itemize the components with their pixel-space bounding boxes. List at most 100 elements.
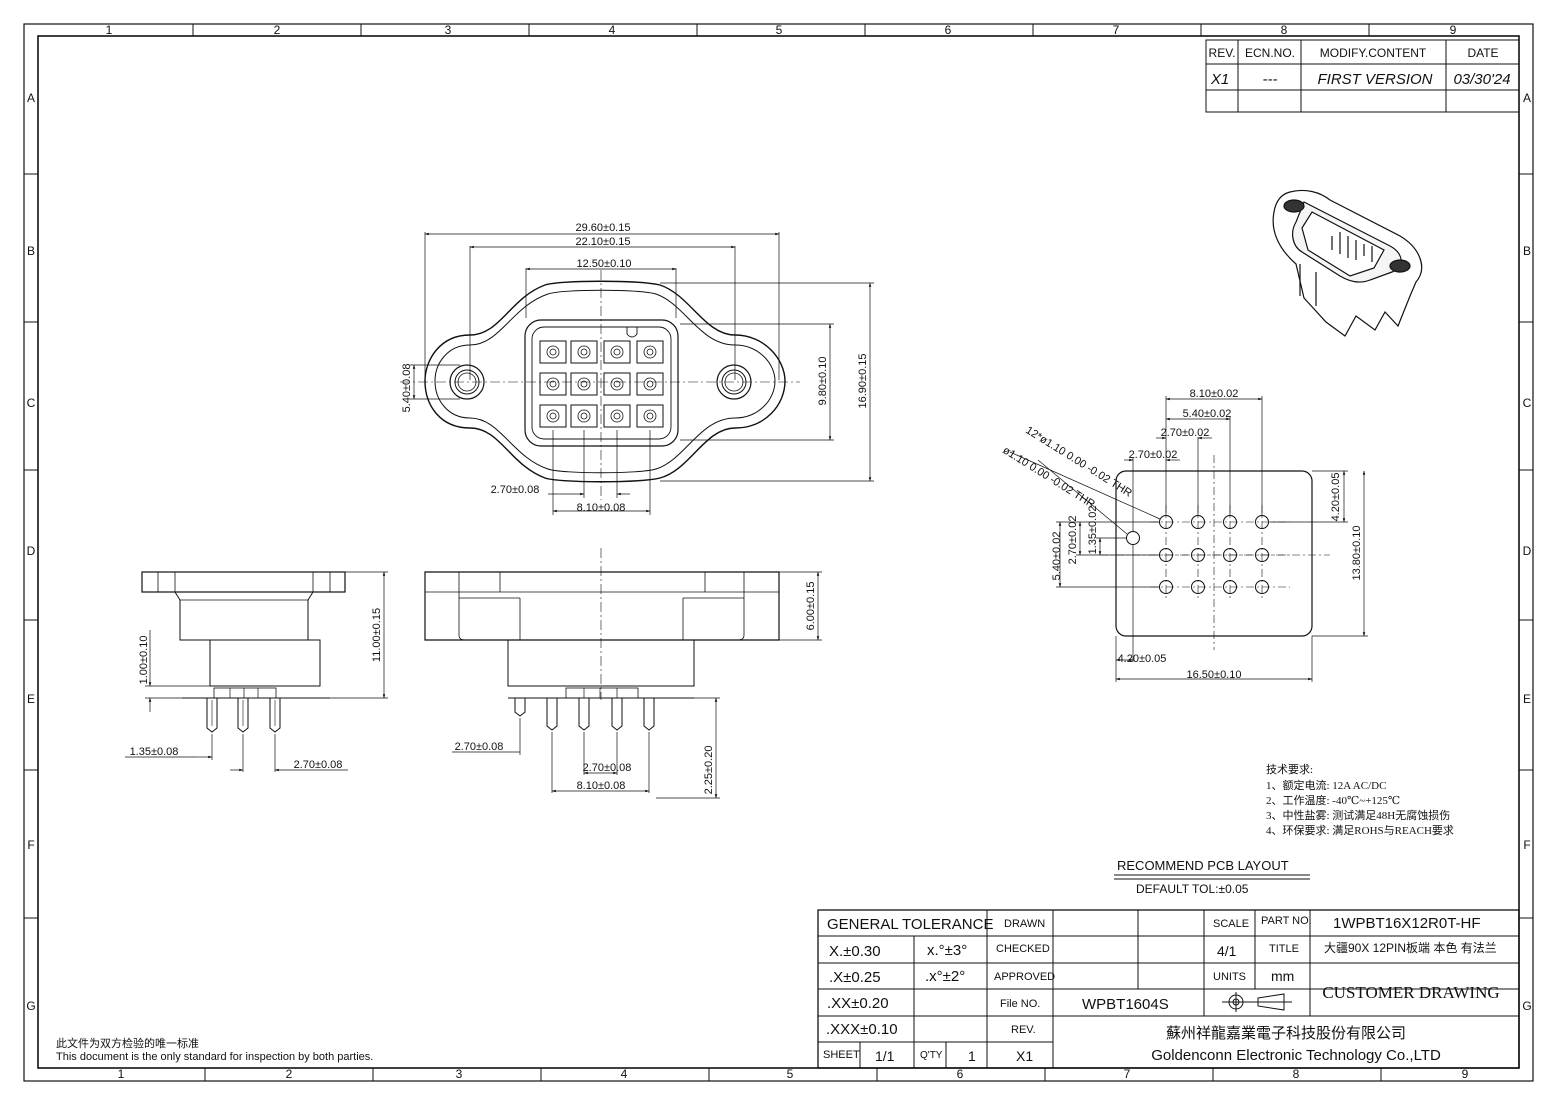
dim-pcb-span: 8.10±0.02 xyxy=(1190,388,1239,400)
tech-requirements: 技术要求: 1、额定电流: 12A AC/DC 2、工作温度: -40℃~+12… xyxy=(1266,763,1454,837)
units-label: UNITS xyxy=(1213,971,1246,983)
zone-col-4: 4 xyxy=(609,23,616,37)
dim-pcb-vspan: 5.40±0.02 xyxy=(1051,532,1063,581)
rev-header-rev: REV. xyxy=(1209,46,1236,60)
zone-col-b6: 6 xyxy=(957,1067,964,1081)
dim-front-pin-pitch: 2.70±0.08 xyxy=(583,762,632,774)
title-label: TITLE xyxy=(1269,943,1299,955)
zone-row-a-r: A xyxy=(1523,91,1531,105)
tol-xxx: .XX±0.20 xyxy=(827,995,889,1012)
footer-note-cn: 此文件为双方检验的唯一标准 xyxy=(56,1036,199,1050)
dim-pin-span: 8.10±0.08 xyxy=(577,502,626,514)
dim-hole-y: 5.40±0.08 xyxy=(401,364,413,413)
zone-col-b1: 1 xyxy=(118,1067,125,1081)
title-block: GENERAL TOLERANCE X.±0.30 x.°±3° .X±0.25… xyxy=(817,909,1520,1069)
units-value: mm xyxy=(1271,968,1294,984)
tech-item-1: 1、额定电流: 12A AC/DC xyxy=(1266,778,1386,792)
dim-flange: 6.00±0.15 xyxy=(805,582,817,631)
scale-label: SCALE xyxy=(1213,918,1249,930)
dim-pcb-pitch-left: 2.70±0.02 xyxy=(1129,449,1178,461)
tol-angle-x: x.°±3° xyxy=(927,942,967,959)
dim-pcb-pitch-top: 2.70±0.02 xyxy=(1161,427,1210,439)
zone-row-a: A xyxy=(27,91,35,105)
tol-angle-xx: .x°±2° xyxy=(925,968,965,985)
zone-col-5: 5 xyxy=(776,23,783,37)
zone-col-b5: 5 xyxy=(787,1067,794,1081)
rev-header-modify: MODIFY.CONTENT xyxy=(1320,46,1427,60)
zone-row-d: D xyxy=(27,544,36,558)
tech-item-3: 3、中性盐雾: 测试满足48H无腐蚀损伤 xyxy=(1266,808,1450,822)
zone-col-9: 9 xyxy=(1450,23,1457,37)
file-no-label: File NO. xyxy=(1000,998,1040,1010)
dim-front-pin-left: 2.70±0.08 xyxy=(455,741,504,753)
tech-title: 技术要求: xyxy=(1266,763,1313,776)
dim-front-pin-span: 8.10±0.08 xyxy=(577,780,626,792)
company-name-cn: 蘇州祥龍嘉業電子科技股份有限公司 xyxy=(1166,1025,1406,1042)
footer-note-en: This document is the only standard for i… xyxy=(56,1051,373,1063)
zone-col-b3: 3 xyxy=(456,1067,463,1081)
dim-pcb-vpitch: 2.70±0.02 xyxy=(1067,516,1079,565)
pcb-caption-tol: DEFAULT TOL:±0.05 xyxy=(1136,882,1249,896)
tol-xx: .X±0.25 xyxy=(829,969,881,986)
tech-item-4: 4、环保要求: 满足ROHS与REACH要求 xyxy=(1266,823,1454,837)
dim-overall-width: 29.60±0.15 xyxy=(576,222,631,234)
zone-col-7: 7 xyxy=(1113,23,1120,37)
scale-value: 4/1 xyxy=(1217,943,1237,959)
rev-header-ecn: ECN.NO. xyxy=(1245,46,1295,60)
side-view-right xyxy=(424,548,822,799)
checked-label: CHECKED xyxy=(996,943,1050,955)
zone-col-8: 8 xyxy=(1281,23,1288,37)
tol-xxxx: .XXX±0.10 xyxy=(826,1021,898,1038)
drawn-label: DRAWN xyxy=(1004,918,1045,930)
zone-row-e-r: E xyxy=(1523,692,1531,706)
zone-col-b9: 9 xyxy=(1462,1067,1469,1081)
zone-row-g-r: G xyxy=(1522,999,1531,1013)
pcb-caption-title: RECOMMEND PCB LAYOUT xyxy=(1117,858,1289,873)
zone-col-2: 2 xyxy=(274,23,281,37)
dim-pcb-left-bottom: 4.20±0.05 xyxy=(1118,653,1167,665)
dim-side-pin-pitch: 2.70±0.08 xyxy=(294,759,343,771)
title-value: 大疆90X 12PIN板端 本色 有法兰 xyxy=(1324,941,1497,955)
sheet-frame xyxy=(23,23,1534,1082)
side-left-dims: 11.00±0.15 1.00±0.10 1.35±0.08 2.70±0.08 xyxy=(130,608,383,771)
top-view-dims: 29.60±0.15 22.10±0.15 12.50±0.10 5.40±0.… xyxy=(401,222,869,514)
footer-note: 此文件为双方检验的唯一标准 This document is the only … xyxy=(56,1036,373,1063)
zone-col-b4: 4 xyxy=(621,1067,628,1081)
zone-col-b8: 8 xyxy=(1293,1067,1300,1081)
zone-col-b7: 7 xyxy=(1124,1067,1131,1081)
dim-overall-height: 16.90±0.15 xyxy=(857,354,869,409)
zone-row-b-r: B xyxy=(1523,244,1531,258)
rev-cell-rev: X1 xyxy=(1210,71,1229,88)
dim-side-step: 1.00±0.10 xyxy=(138,636,150,685)
zone-row-f-r: F xyxy=(1523,838,1530,852)
rev-value: X1 xyxy=(1016,1048,1033,1064)
dim-body-width: 12.50±0.10 xyxy=(577,258,632,270)
zone-row-c: C xyxy=(27,396,36,410)
note-peg: ø1.10 0.00 -0.02 THR xyxy=(1000,444,1096,510)
zone-row-c-r: C xyxy=(1523,396,1532,410)
tech-item-2: 2、工作温度: -40℃~+125℃ xyxy=(1266,793,1400,807)
dim-pcb-span2: 5.40±0.02 xyxy=(1183,408,1232,420)
rev-cell-content: FIRST VERSION xyxy=(1317,71,1432,88)
pcb-layout xyxy=(1009,396,1368,682)
approved-label: APPROVED xyxy=(994,971,1055,983)
zone-row-e: E xyxy=(27,692,35,706)
pcb-dims: 8.10±0.02 5.40±0.02 2.70±0.02 2.70±0.02 … xyxy=(1000,388,1363,681)
sheet-label: SHEET xyxy=(823,1049,860,1061)
rev-cell-date: 03/30'24 xyxy=(1453,71,1510,88)
dim-pcb-width: 16.50±0.10 xyxy=(1187,669,1242,681)
revision-table: REV. ECN.NO. MODIFY.CONTENT DATE X1 --- … xyxy=(1205,39,1520,113)
rev-label: REV. xyxy=(1011,1024,1036,1036)
dim-hole-spacing: 22.10±0.15 xyxy=(576,236,631,248)
zone-row-b: B xyxy=(27,244,35,258)
zone-col-b2: 2 xyxy=(286,1067,293,1081)
dim-pcb-voffset: 1.35±0.02 xyxy=(1087,506,1099,555)
dim-pcb-right-top: 4.20±0.05 xyxy=(1330,473,1342,522)
side-view-left xyxy=(125,571,388,772)
zone-col-1: 1 xyxy=(106,23,113,37)
dim-side-height: 11.00±0.15 xyxy=(371,608,383,662)
zone-col-6: 6 xyxy=(945,23,952,37)
zone-row-f: F xyxy=(27,838,34,852)
side-right-dims: 6.00±0.15 2.25±0.20 2.70±0.08 2.70±0.08 … xyxy=(455,582,817,795)
